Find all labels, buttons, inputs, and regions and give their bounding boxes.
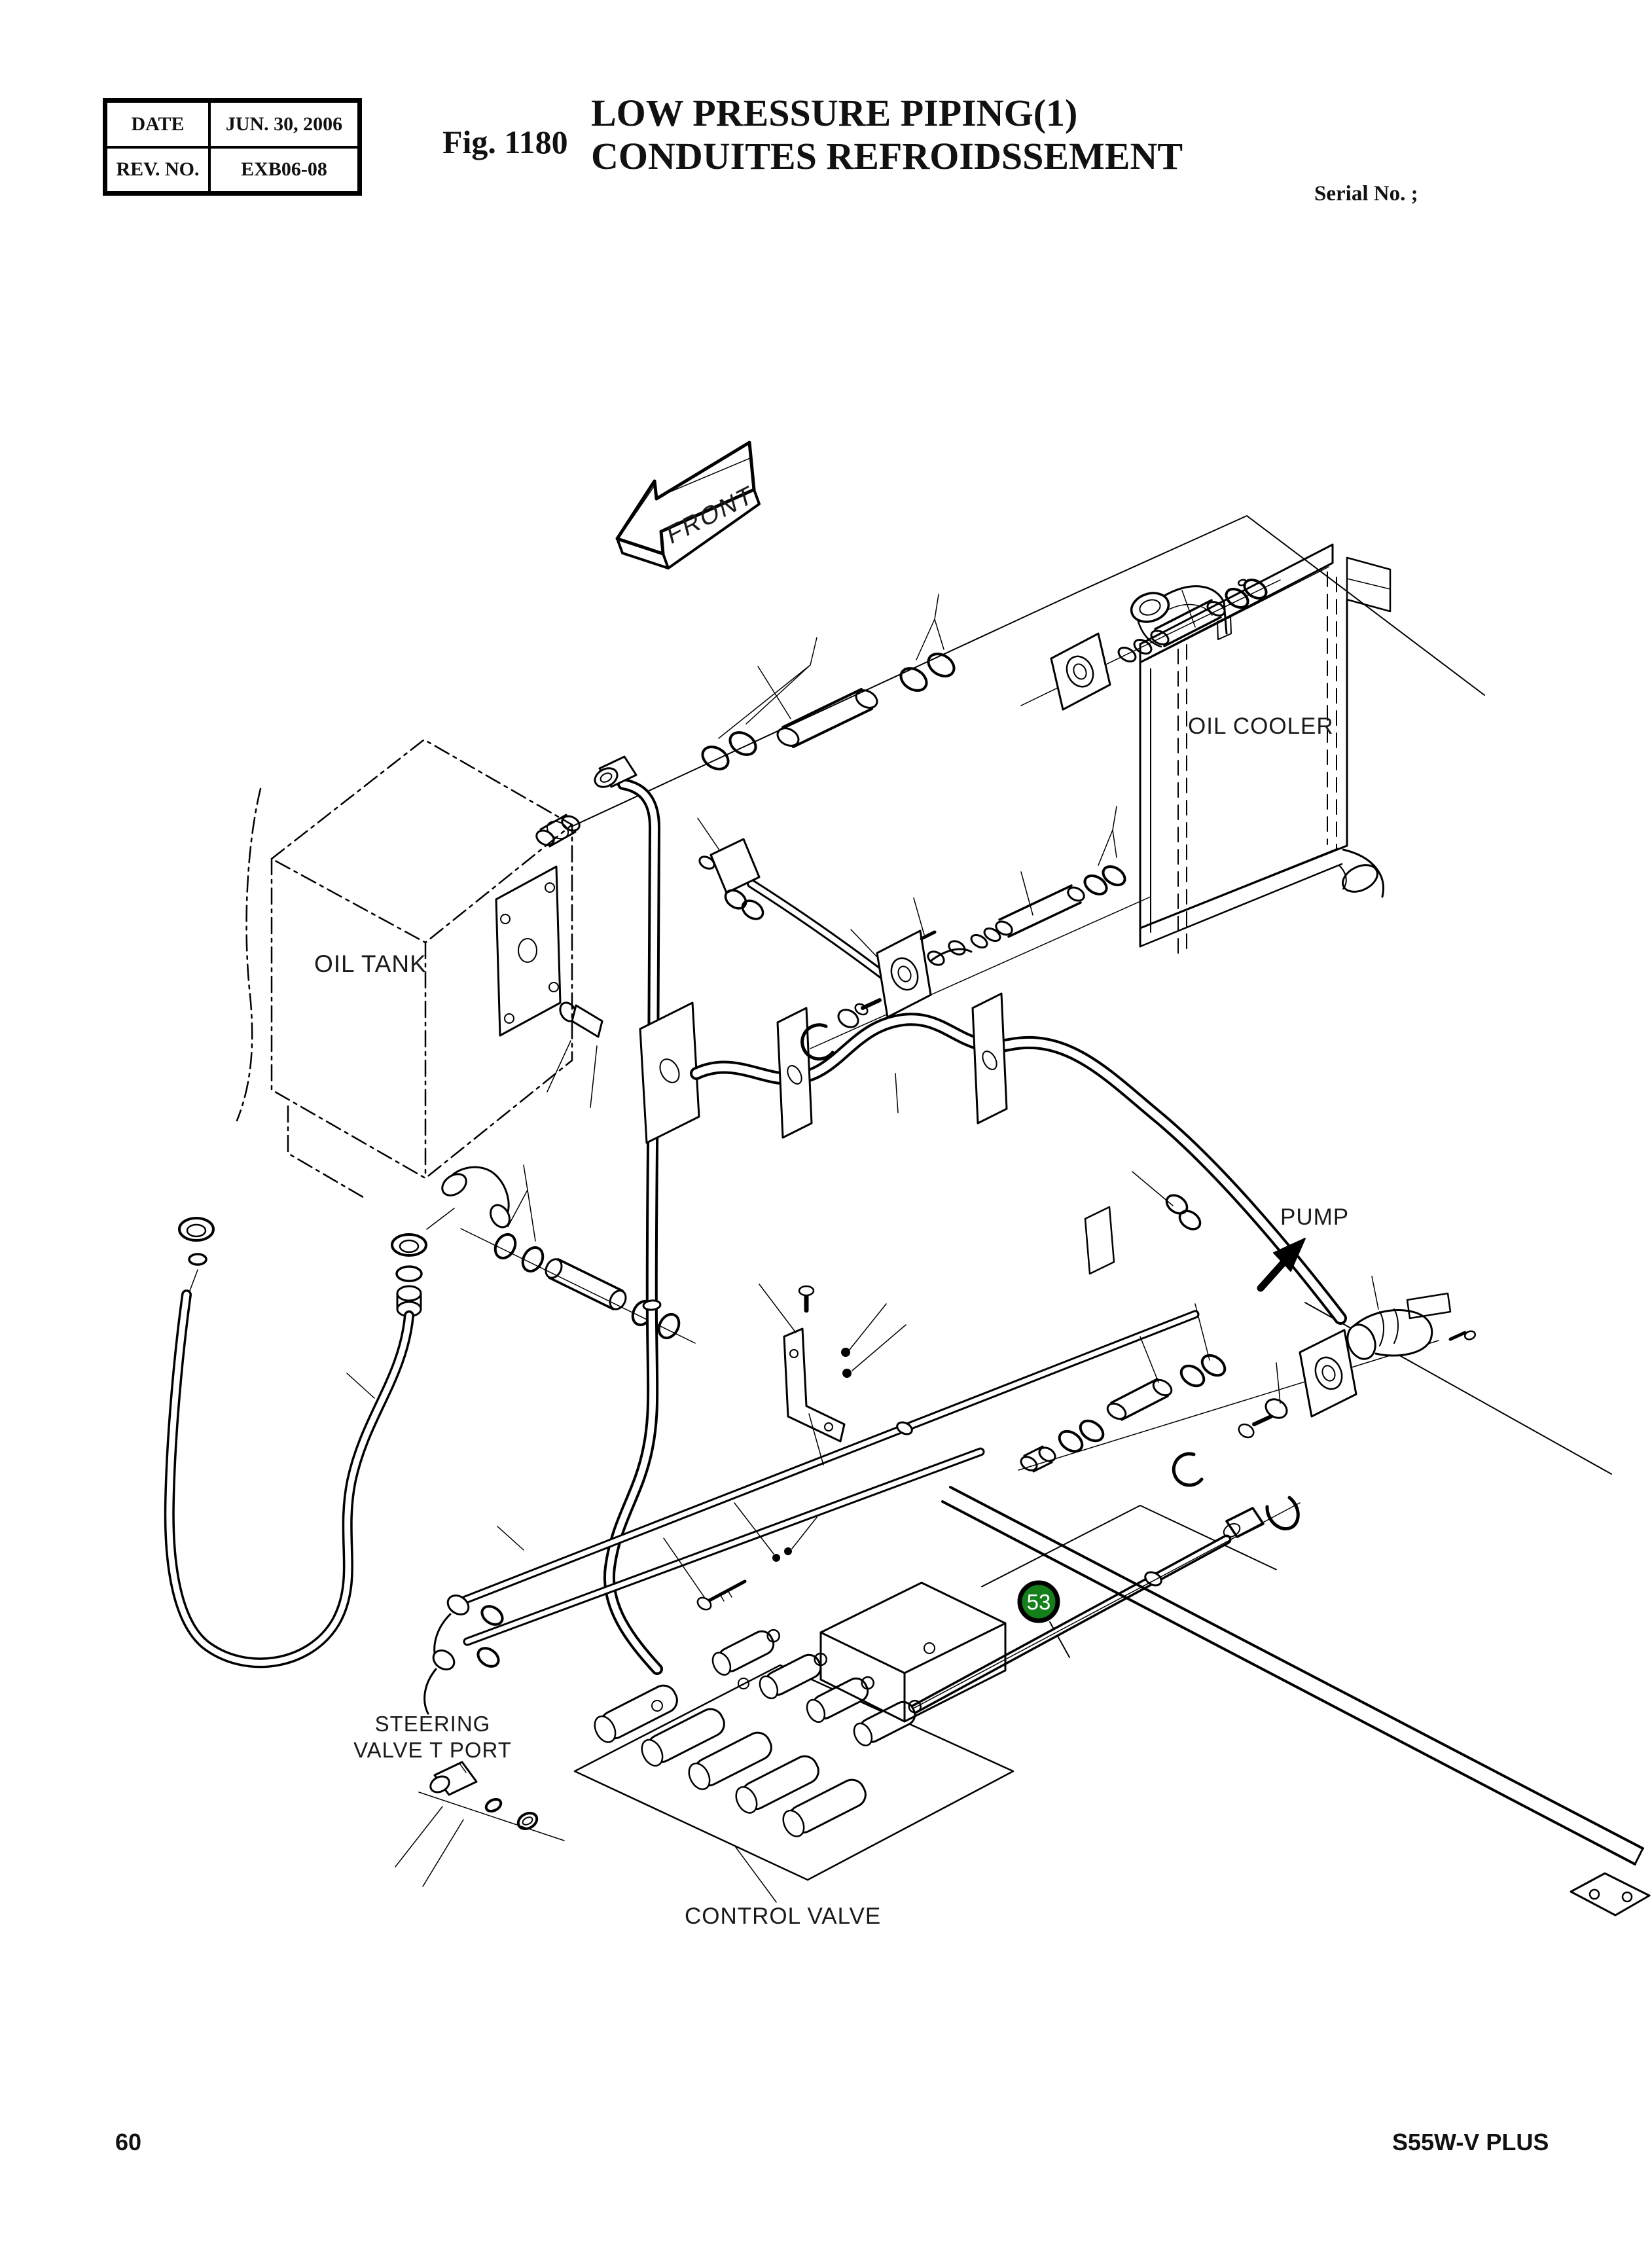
pump-label: PUMP: [1280, 1204, 1350, 1230]
revision-table-label-date: DATE: [106, 101, 209, 147]
item-callout-53: 53: [1017, 1580, 1060, 1623]
revision-table-value-revno: EXB06-08: [209, 147, 359, 192]
revision-table-label-revno: REV. NO.: [106, 147, 209, 192]
steering-valve-label: STEERING VALVE T PORT: [352, 1711, 513, 1763]
t-union: [697, 818, 895, 985]
page-title-line1: LOW PRESSURE PIPING(1): [591, 92, 1078, 134]
steering-valve-label-line2: VALVE T PORT: [353, 1738, 512, 1762]
inlet-hose-chain: [701, 594, 956, 770]
serial-number-label: Serial No. ;: [1314, 182, 1418, 206]
control-valve-drawing: [573, 1581, 1015, 1903]
pump-arrow-icon: [1257, 1238, 1306, 1292]
steering-hose: [164, 1208, 524, 1668]
page-title-line2: CONDUITES REFROIDSSEMENT: [591, 135, 1183, 177]
oil-cooler-label: OIL COOLER: [1188, 713, 1334, 739]
page-title: LOW PRESSURE PIPING(1) CONDUITES REFROID…: [591, 92, 1183, 178]
oil-tank-parts: [441, 814, 696, 1344]
revision-table: DATE JUN. 30, 2006 REV. NO. EXB06-08: [103, 98, 362, 196]
model-name: S55W-V PLUS: [1392, 2129, 1549, 2155]
oil-cooler-drawing: [1130, 543, 1392, 956]
steering-valve-label-line1: STEERING: [374, 1712, 491, 1736]
cross-tubes: [423, 1310, 1200, 1715]
item-callout-number: 53: [1027, 1590, 1051, 1614]
pump-chain: [1018, 1276, 1477, 1487]
t-port-fittings: [395, 1761, 565, 1887]
cooler-top-chain: [1020, 579, 1281, 711]
page-number: 60: [115, 2129, 142, 2155]
control-valve-label: CONTROL VALVE: [685, 1903, 882, 1929]
oil-tank-label: OIL TANK: [314, 950, 427, 977]
figure-number: Fig. 1180: [442, 124, 568, 160]
frame-bar: [759, 1284, 1651, 1917]
revision-table-value-date: JUN. 30, 2006: [209, 101, 359, 147]
cooler-return-chain: [800, 806, 1151, 1061]
oil-tank-outline: [236, 738, 573, 1200]
center-hose: [639, 992, 1347, 1325]
front-arrow: FRONT: [615, 441, 761, 569]
